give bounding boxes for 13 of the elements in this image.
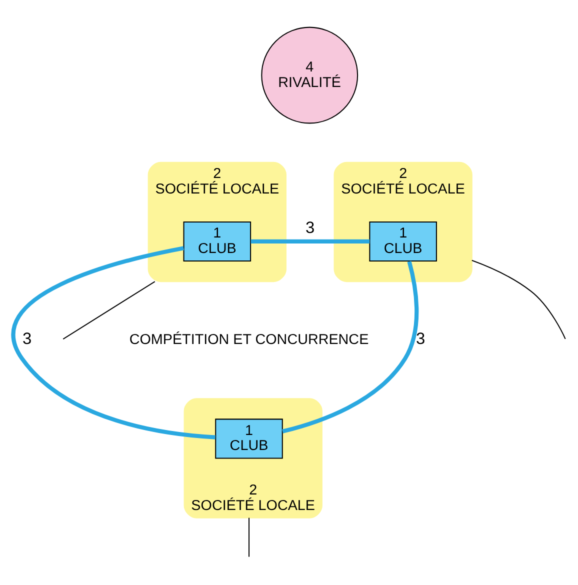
label: COMPÉTITION ET CONCURRENCE	[128, 332, 368, 348]
connector	[62, 281, 155, 340]
node-box: 1 CLUB	[182, 221, 251, 262]
connector	[248, 518, 250, 557]
connector	[11, 246, 215, 440]
node-box: 1 CLUB	[214, 418, 282, 459]
connector	[471, 260, 566, 340]
node-circle: 4 RIVALITÉ	[260, 26, 358, 124]
connector	[250, 239, 370, 244]
edge-label: 3	[305, 219, 314, 238]
node-box: 1 CLUB	[368, 221, 436, 262]
edge-label: 3	[415, 330, 425, 348]
edge-label: 3	[22, 330, 32, 348]
